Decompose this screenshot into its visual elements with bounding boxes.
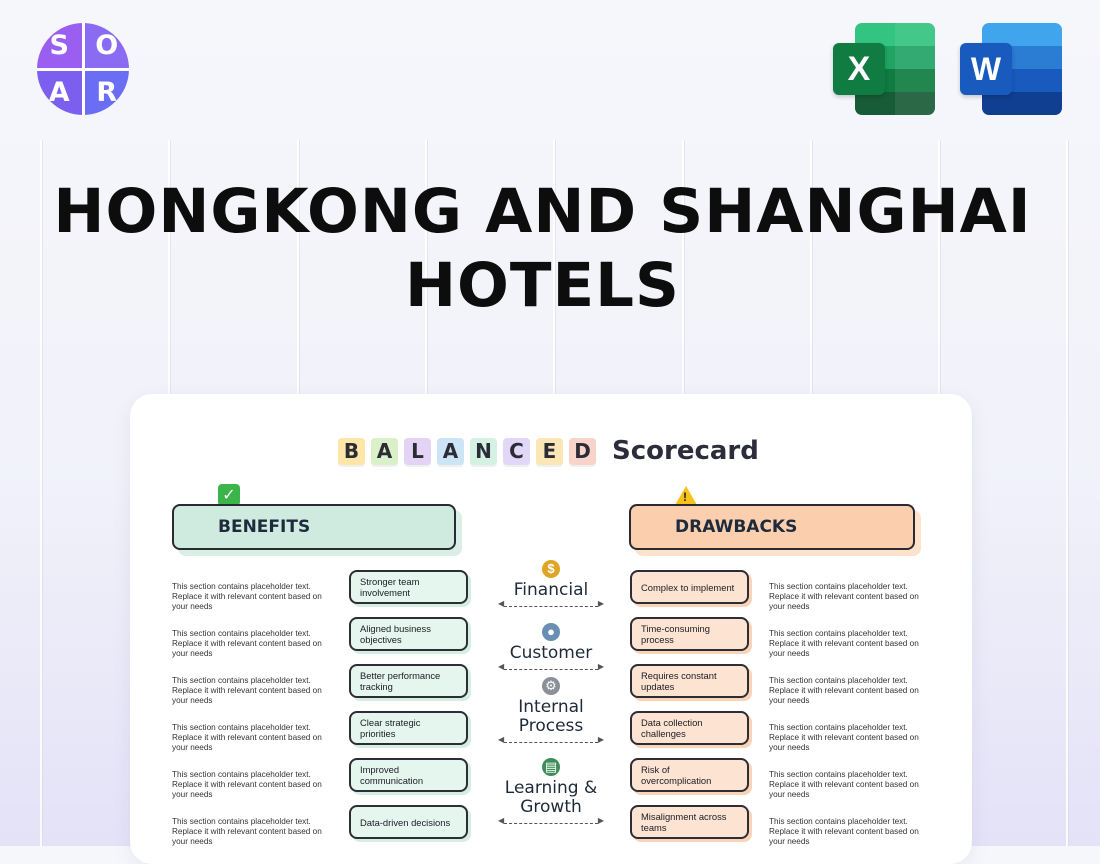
double-arrow-icon: ▶ [498, 816, 604, 827]
drawback-placeholder-text: This section contains placeholder text. … [769, 723, 919, 752]
word-icon: W [960, 23, 1062, 115]
category-label: Customer [509, 643, 593, 663]
warning-icon: ! [675, 486, 697, 505]
drawback-item: Requires constant updates [630, 664, 749, 698]
drawback-placeholder-text: This section contains placeholder text. … [769, 629, 919, 658]
benefits-header: BENEFITS [172, 504, 456, 550]
perspective-category: ● Customer▶ [498, 623, 604, 673]
page-title: HONGKONG AND SHANGHAI HOTELS [0, 175, 1085, 323]
logo-letter: O [84, 23, 129, 68]
word-letter: W [960, 43, 1012, 95]
balanced-tile: A [437, 437, 464, 465]
double-arrow-icon: ▶ [498, 599, 604, 610]
category-label: Internal Process [518, 697, 584, 736]
double-arrow-icon: ▶ [498, 735, 604, 746]
drawback-item: Misalignment across teams [630, 805, 749, 839]
benefit-placeholder-text: This section contains placeholder text. … [172, 770, 322, 799]
balanced-tile: E [536, 437, 563, 465]
benefit-item: Better performance tracking [349, 664, 468, 698]
benefit-placeholder-text: This section contains placeholder text. … [172, 629, 322, 658]
drawback-item: Data collection challenges [630, 711, 749, 745]
category-label: Financial [513, 580, 589, 600]
balanced-tile: L [404, 437, 431, 465]
perspective-category: ⚙ Internal Process▶ [498, 677, 604, 746]
drawback-placeholder-text: This section contains placeholder text. … [769, 817, 919, 846]
benefit-item: Clear strategic priorities [349, 711, 468, 745]
users-icon: ● [542, 623, 560, 641]
gear-icon: ⚙ [542, 677, 560, 695]
category-label: Learning & Growth [504, 778, 598, 817]
benefit-placeholder-text: This section contains placeholder text. … [172, 723, 322, 752]
balanced-tile: N [470, 437, 497, 465]
perspective-category: ▤ Learning & Growth▶ [498, 758, 604, 827]
scorecard-word: Scorecard [612, 436, 759, 466]
balanced-tile: B [338, 437, 365, 465]
logo-letter: S [37, 23, 82, 68]
excel-icon: X [833, 23, 935, 115]
drawback-placeholder-text: This section contains placeholder text. … [769, 582, 919, 611]
benefit-item: Stronger team involvement [349, 570, 468, 604]
drawback-item: Time-consuming process [630, 617, 749, 651]
logo-letter: R [84, 70, 129, 115]
title-line-2: HOTELS [405, 250, 680, 321]
drawback-item: Risk of overcomplication [630, 758, 749, 792]
drawback-item: Complex to implement [630, 570, 749, 604]
double-arrow-icon: ▶ [498, 662, 604, 673]
benefit-placeholder-text: This section contains placeholder text. … [172, 676, 322, 705]
balanced-tile: A [371, 437, 398, 465]
balanced-tile: C [503, 437, 530, 465]
benefit-placeholder-text: This section contains placeholder text. … [172, 817, 322, 846]
benefit-item: Aligned business objectives [349, 617, 468, 651]
check-icon: ✓ [218, 484, 240, 506]
drawback-placeholder-text: This section contains placeholder text. … [769, 770, 919, 799]
excel-letter: X [833, 43, 885, 95]
logo-letter: A [37, 70, 82, 115]
benefit-item: Improved communication [349, 758, 468, 792]
balanced-tile: D [569, 437, 596, 465]
title-line-1: HONGKONG AND SHANGHAI [53, 176, 1032, 247]
books-icon: ▤ [542, 758, 560, 776]
perspective-category: $ Financial▶ [498, 560, 604, 610]
money-bag-icon: $ [542, 560, 560, 578]
drawbacks-header: DRAWBACKS [629, 504, 915, 550]
drawback-placeholder-text: This section contains placeholder text. … [769, 676, 919, 705]
benefit-item: Data-driven decisions [349, 805, 468, 839]
benefit-placeholder-text: This section contains placeholder text. … [172, 582, 322, 611]
excel-sheet [855, 23, 935, 115]
soar-logo: S O A R [37, 23, 129, 115]
